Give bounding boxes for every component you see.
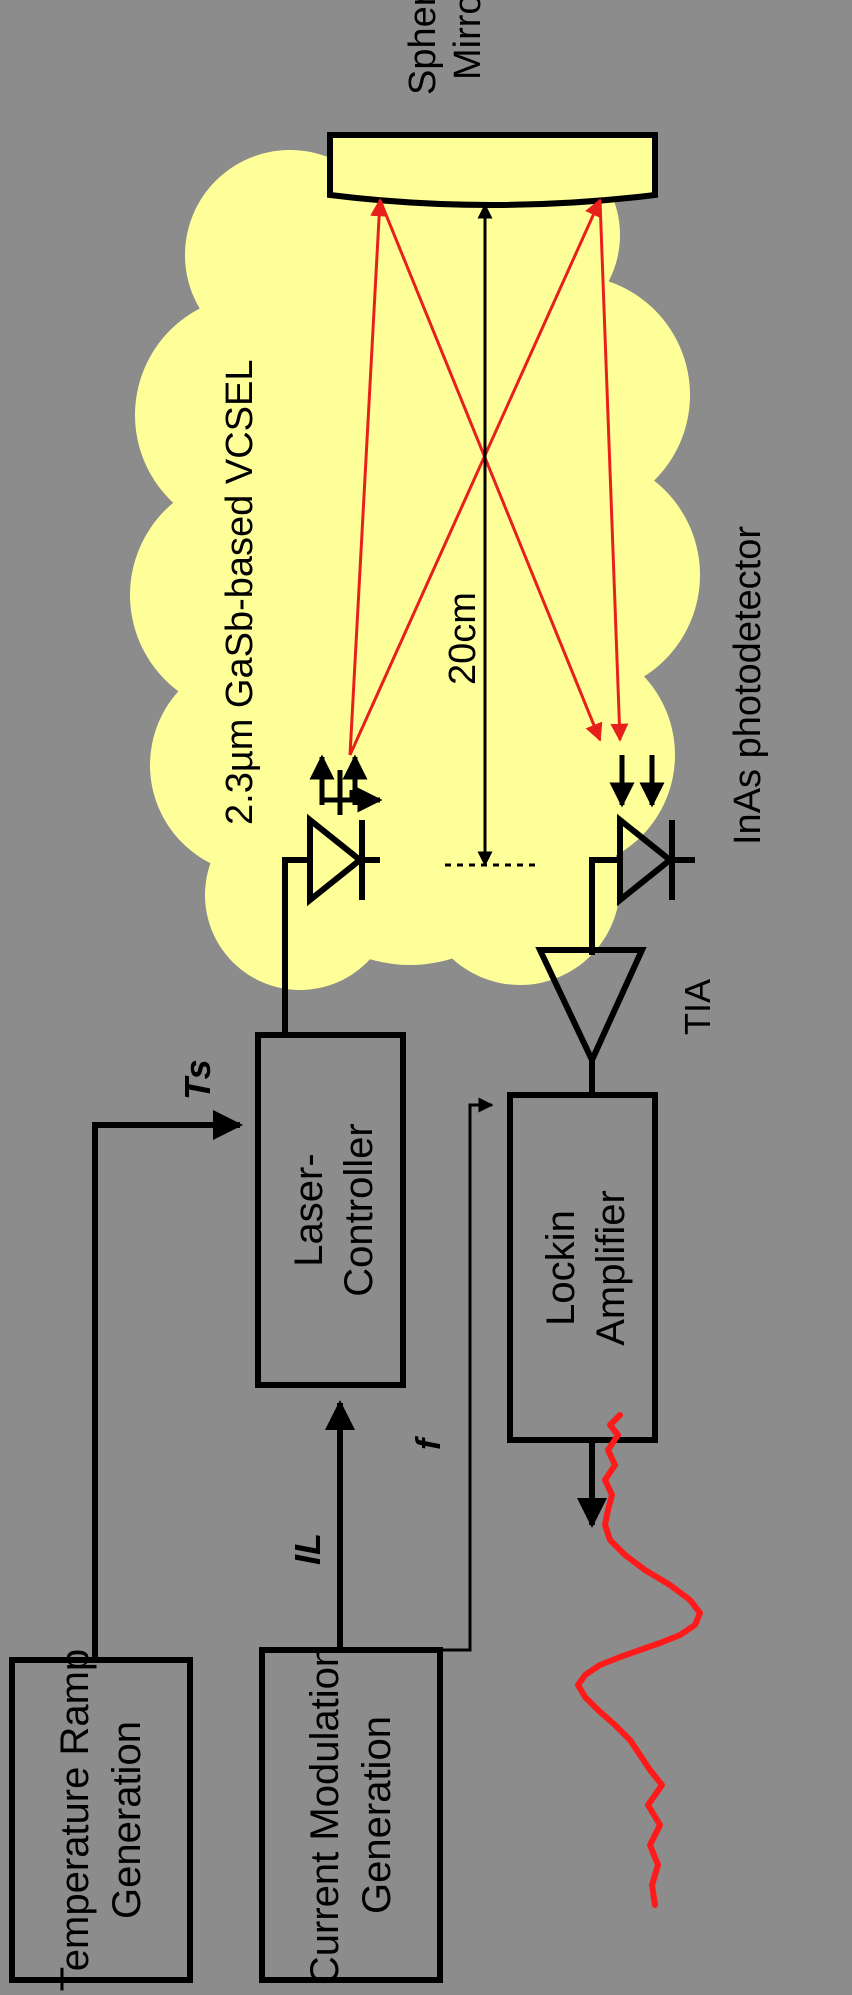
current-modulation-block: Current Modulation Generation: [259, 1645, 443, 1985]
f-connection: [440, 1097, 494, 1652]
mirror-label-2: Mirror: [447, 0, 489, 80]
il-label: IL: [287, 1533, 328, 1565]
laser-drive-line: [282, 857, 310, 1035]
laser-controller-block: Laser- Controller: [255, 1032, 406, 1388]
distance-label: 20cm: [442, 592, 484, 685]
ts-connection: [92, 1110, 243, 1660]
spherical-mirror-icon: [327, 132, 658, 208]
measurement-cloud: [130, 135, 700, 990]
ts-label: Ts: [177, 1059, 218, 1100]
tia-amplifier-icon: [535, 947, 647, 1095]
current-modulation-label-1: Current Modulation: [303, 1645, 347, 1985]
output-signal-curve: [575, 1412, 703, 1908]
vcsel-label: 2.3µm GaSb-based VCSEL: [219, 360, 261, 825]
temperature-ramp-label-1: Temperature Ramp: [53, 1649, 97, 1991]
lockin-amplifier-label-2: Amplifier: [589, 1190, 633, 1346]
temperature-ramp-label-2: Generation: [105, 1721, 149, 1919]
lockin-amplifier-label-1: Lockin: [539, 1210, 583, 1326]
laser-controller-label-1: Laser-: [287, 1153, 331, 1266]
photodetector-label: InAs photodetector: [727, 526, 769, 845]
current-modulation-label-2: Generation: [355, 1716, 399, 1914]
vcsel-diode-icon: [307, 813, 380, 907]
laser-controller-label-2: Controller: [337, 1123, 381, 1296]
tia-label: TIA: [677, 979, 718, 1035]
f-label: f: [410, 1435, 448, 1450]
mirror-label-1: Spherical: [402, 0, 444, 95]
photodetector-diode-icon: [589, 813, 695, 907]
photodetector-input-arrows: [609, 755, 665, 808]
vcsel-up-arrows: [309, 754, 368, 805]
temperature-ramp-block: Temperature Ramp Generation: [9, 1649, 193, 1991]
distance-indicator: [445, 203, 540, 867]
lockin-amplifier-block: Lockin Amplifier: [507, 1092, 658, 1443]
